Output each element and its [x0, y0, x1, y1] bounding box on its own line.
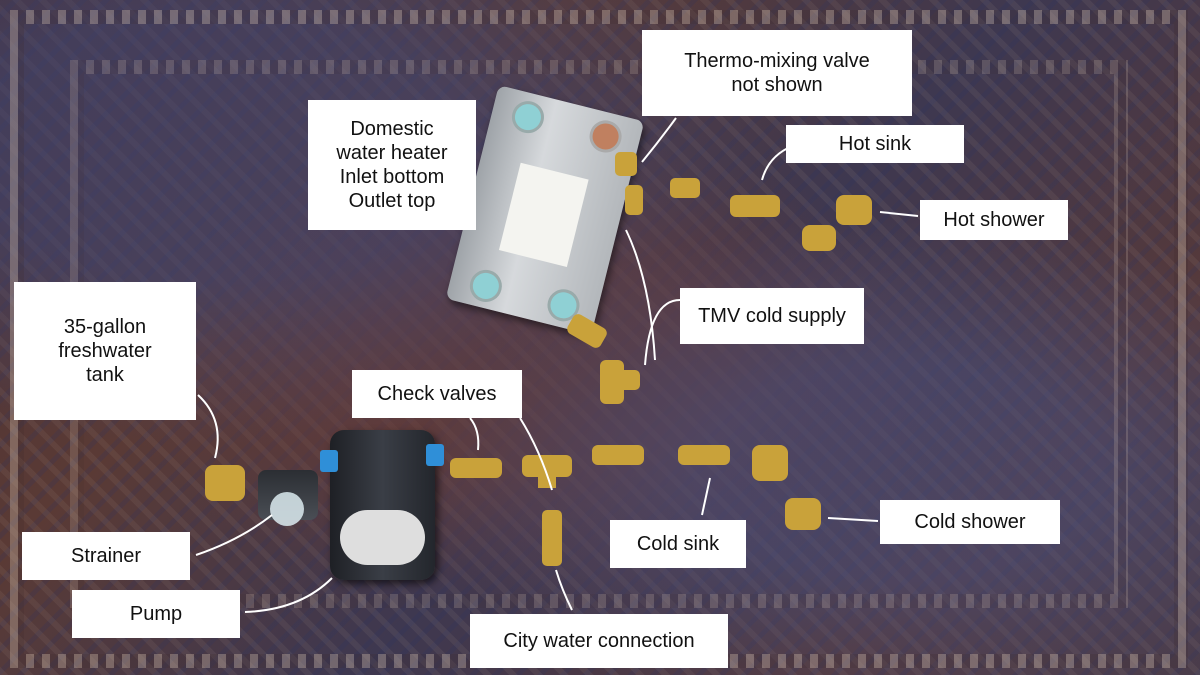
pump	[320, 430, 444, 580]
label-pump: Pump	[72, 590, 240, 638]
arrow-pump	[244, 577, 333, 613]
label-cold-sink: Cold sink	[610, 520, 746, 568]
pump-label-plate	[340, 510, 425, 565]
arrow-freshwater-tank	[197, 394, 219, 459]
brass-tee-2	[592, 445, 644, 465]
arrow-tmv-cold-supply-2	[625, 229, 656, 361]
label-freshwater-tank: 35-gallon freshwater tank	[14, 282, 196, 420]
brass-elbow-cold-shower	[785, 498, 821, 530]
arrow-check-valves	[469, 417, 480, 451]
label-domestic-water-heater: Domestic water heater Inlet bottom Outle…	[308, 100, 476, 230]
label-tmv-cold-supply: TMV cold supply	[680, 288, 864, 344]
arrow-tmv-not-shown	[641, 117, 677, 163]
brass-coupler-top-3	[670, 178, 700, 198]
arrow-tmv-cold-supply	[644, 299, 681, 366]
arrow-hot-sink	[761, 147, 789, 181]
label-strainer: Strainer	[22, 532, 190, 580]
brass-elbow-tank	[205, 465, 245, 501]
arrow-cold-sink	[701, 477, 711, 516]
brass-tee-1	[522, 455, 572, 477]
arrow-cold-shower	[827, 517, 879, 522]
label-thermo-mixing-valve: Thermo-mixing valve not shown	[642, 30, 912, 116]
brass-tee-1-stem	[538, 470, 556, 488]
brass-elbow-hot-shower	[836, 195, 872, 225]
brass-coupler-top-1	[615, 152, 637, 176]
arrow-city-water	[555, 569, 573, 611]
brass-tee-hot-sink	[730, 195, 780, 217]
pump-outlet-cap	[426, 444, 444, 466]
brass-check-valve-1	[450, 458, 502, 478]
label-city-water-connection: City water connection	[470, 614, 728, 668]
arrow-hot-shower	[879, 211, 919, 217]
pump-inlet-cap	[320, 450, 338, 472]
label-hot-sink: Hot sink	[786, 125, 964, 163]
strainer-bowl	[270, 492, 304, 526]
brass-tee-3	[678, 445, 730, 465]
brass-tee-tmv-arm	[614, 370, 640, 390]
brass-elbow-hot-2	[802, 225, 836, 251]
arrow-check-valves-2	[519, 417, 553, 491]
arrow-strainer	[195, 514, 273, 556]
label-hot-shower: Hot shower	[920, 200, 1068, 240]
brass-elbow-cold	[752, 445, 788, 481]
brass-city-water-fitting	[542, 510, 562, 566]
label-check-valves: Check valves	[352, 370, 522, 418]
brass-coupler-top-2	[625, 185, 643, 215]
strainer	[258, 470, 318, 526]
label-cold-shower: Cold shower	[880, 500, 1060, 544]
